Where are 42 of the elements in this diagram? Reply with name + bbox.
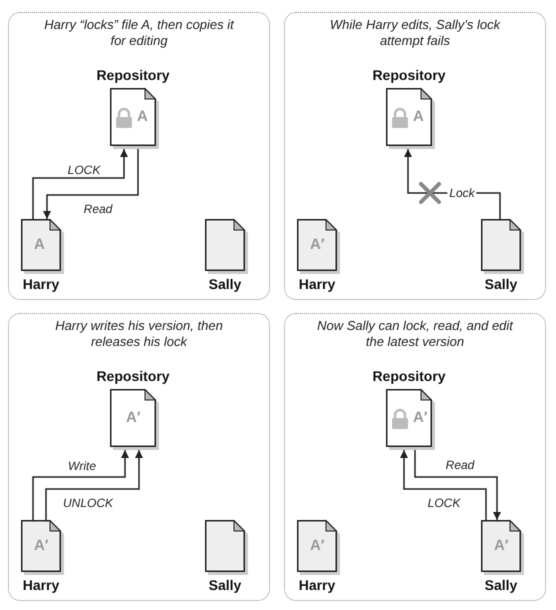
file-version-label: A	[34, 236, 45, 254]
file-owner-label: Harry	[22, 576, 60, 594]
file-version-label: A′	[310, 537, 324, 555]
arrow	[32, 149, 128, 219]
file-owner-label: Repository	[95, 66, 171, 84]
panel-caption: Now Sally can lock, read, and edit the latest version	[316, 318, 514, 350]
arrow	[400, 450, 487, 520]
file-version-label: A	[137, 108, 148, 126]
file-owner-label: Repository	[371, 367, 447, 385]
file-owner-label: Harry	[22, 275, 60, 293]
file-owner-label: Sally	[484, 275, 518, 293]
scenario-panel	[8, 12, 270, 300]
arrow	[45, 450, 143, 520]
panel-caption: Harry writes his version, then releases his lock	[54, 318, 224, 350]
file-owner-label: Harry	[298, 275, 336, 293]
panel-caption: While Harry edits, Sally’s lock attempt fails	[328, 17, 502, 49]
file-owner-label: Sally	[484, 576, 518, 594]
file-owner-label: Sally	[208, 275, 242, 293]
file-version-label: A′	[310, 236, 324, 254]
panel-caption: Harry “locks” file A, then copies it for editing	[43, 17, 236, 49]
edge-label: Read	[82, 202, 114, 216]
file-version-label: A′	[34, 537, 48, 555]
edge-label: Write	[66, 459, 98, 473]
edge-label: Lock	[447, 186, 477, 200]
file-owner-label: Sally	[208, 576, 242, 594]
edge-label: LOCK	[66, 163, 102, 177]
arrow	[43, 149, 139, 219]
scenario-panel	[284, 313, 546, 601]
file-version-label: A′	[413, 409, 428, 427]
file-owner-label: Repository	[371, 66, 447, 84]
scenario-panel	[8, 313, 270, 601]
file-owner-label: Harry	[298, 576, 336, 594]
file-version-label: A′	[494, 537, 508, 555]
edge-label: Read	[444, 458, 476, 472]
edge-label: UNLOCK	[61, 496, 115, 510]
file-version-label: A′	[126, 409, 140, 427]
file-owner-label: Repository	[95, 367, 171, 385]
arrow	[414, 450, 501, 520]
arrow	[32, 450, 129, 520]
scenario-panel	[284, 12, 546, 300]
file-version-label: A	[413, 108, 424, 126]
edge-label: LOCK	[426, 496, 462, 510]
